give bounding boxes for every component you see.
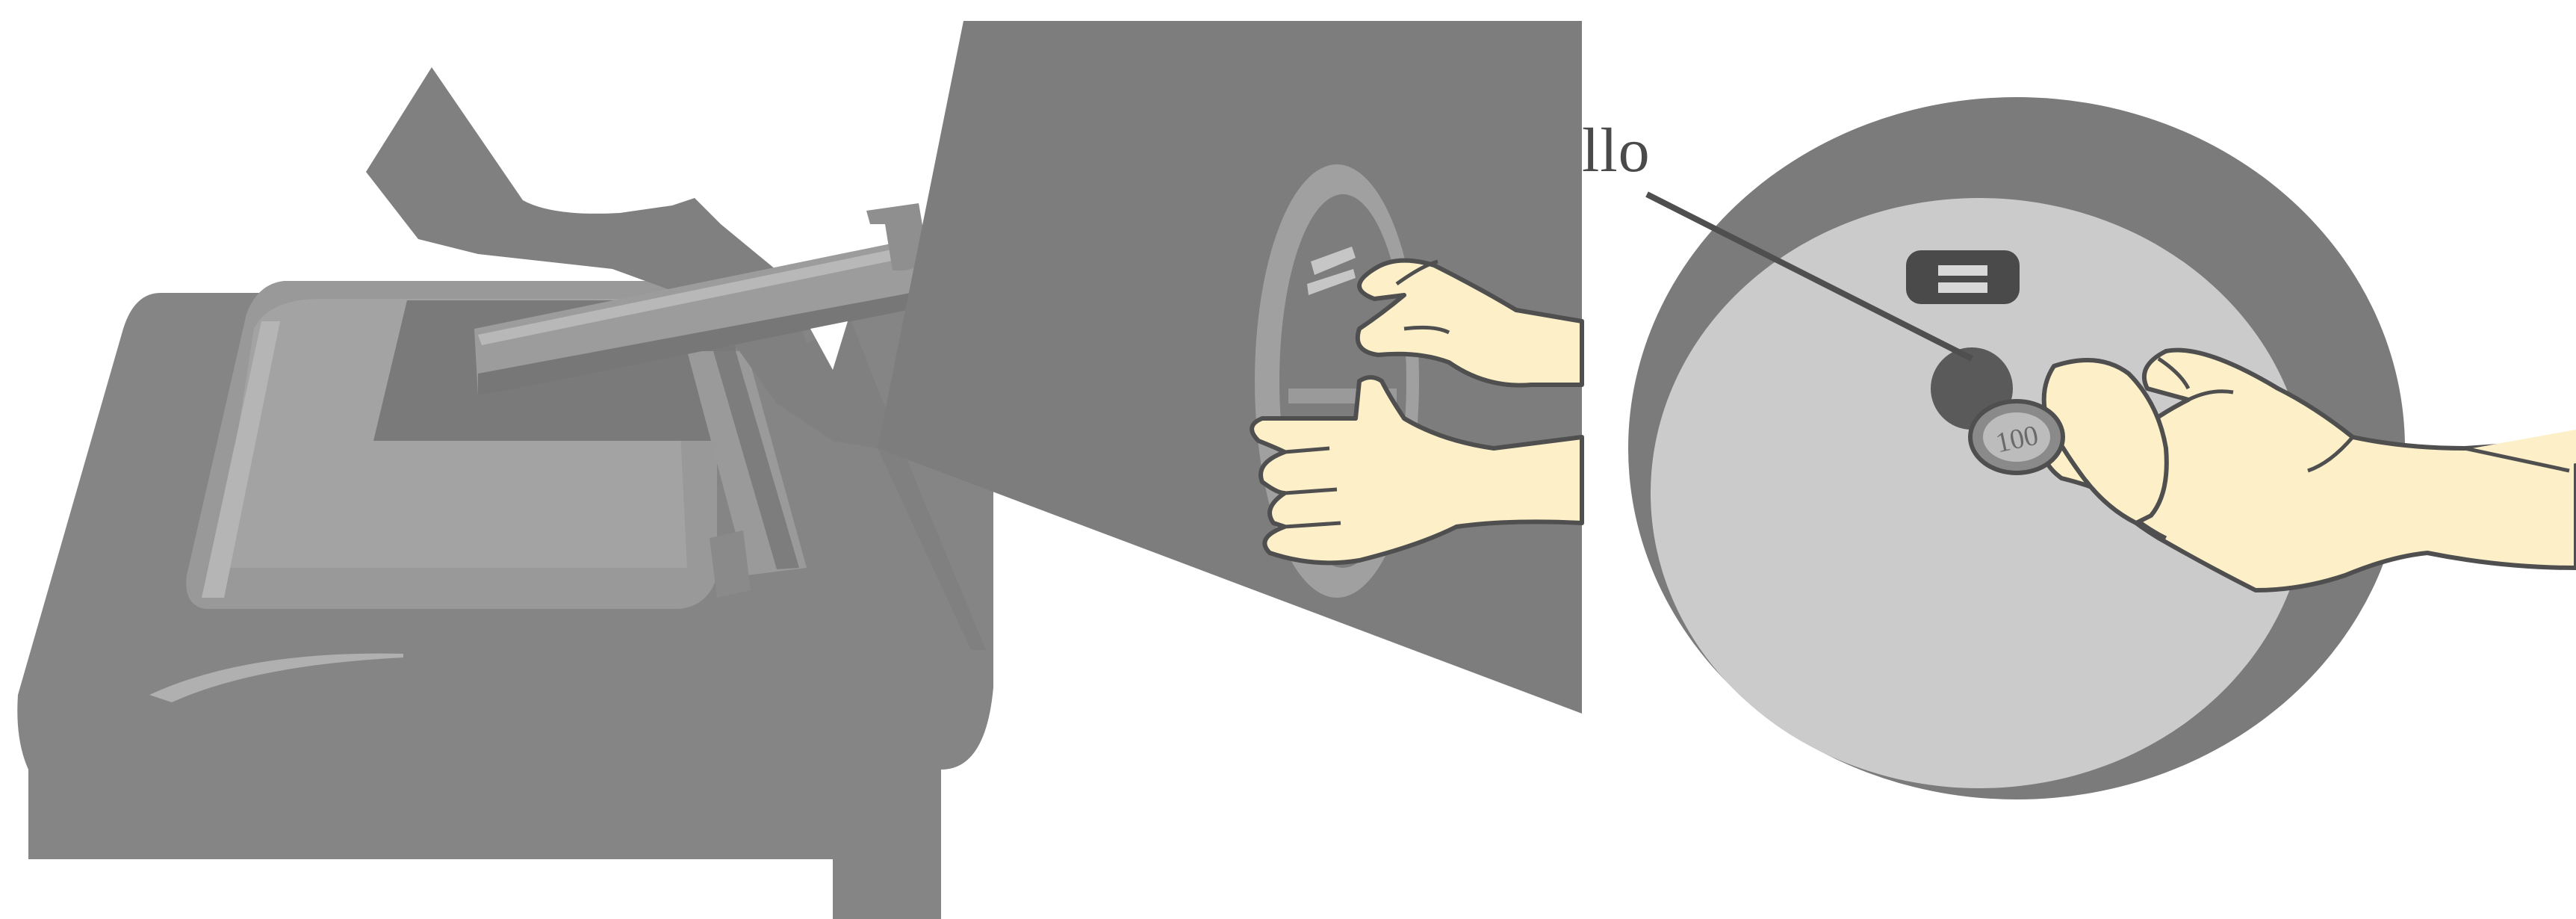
base-slot-marker: [1906, 250, 2020, 304]
base-slot-marker-line: [1938, 265, 1987, 276]
right-panel-illustration: 100: [1628, 97, 2576, 799]
stand-base-foot: [833, 837, 941, 919]
callout-label: llo: [1582, 120, 1651, 182]
base-slot-marker-line2: [1938, 282, 1987, 293]
